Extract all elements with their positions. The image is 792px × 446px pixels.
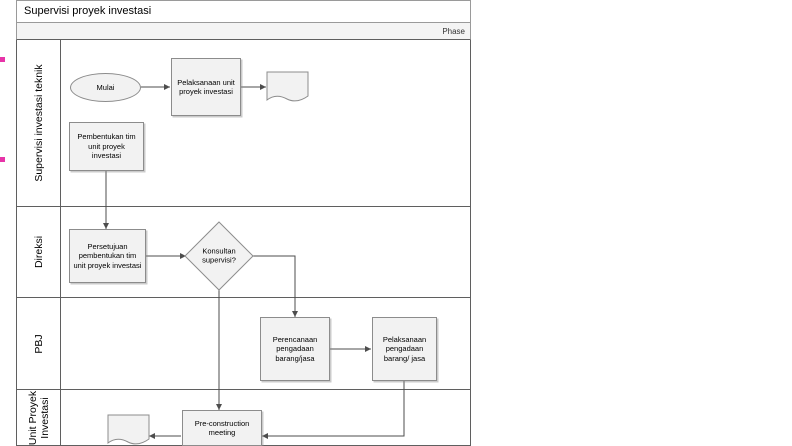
- lane-header-pbj: PBJ: [17, 298, 61, 389]
- lane-title-direksi: Direksi: [32, 235, 45, 269]
- document-top[interactable]: [267, 72, 309, 104]
- task-pelaksanaan-unit-proyek-investasi[interactable]: Pelaksanaan unit proyek investasi: [171, 58, 241, 116]
- selection-marker-bottom: [0, 157, 5, 162]
- document-bottom[interactable]: [108, 415, 150, 446]
- task-label-persetujuan: Persetujuan pembentukan tim unit proyek …: [73, 241, 142, 270]
- start-event-label: Mulai: [96, 82, 115, 92]
- start-event-mulai[interactable]: Mulai: [70, 73, 141, 102]
- lane-header-supervisi: Supervisi investasi teknik: [17, 40, 61, 206]
- gateway-konsultan-supervisi[interactable]: Konsultan supervisi?: [185, 222, 253, 290]
- task-label-perencanaan: Perencanaan pengadaan barang/jasa: [272, 334, 318, 363]
- lane-title-unit: Unit Proyek Investasi: [26, 390, 51, 445]
- selection-marker-top: [0, 57, 5, 62]
- lane-header-unit: Unit Proyek Investasi: [17, 390, 61, 445]
- gateway-label: Konsultan supervisi?: [202, 246, 236, 265]
- task-label-pelaksanaan-unit: Pelaksanaan unit proyek investasi: [177, 77, 235, 96]
- phase-label: Phase: [442, 27, 465, 36]
- task-persetujuan-pembentukan-tim[interactable]: Persetujuan pembentukan tim unit proyek …: [69, 229, 146, 283]
- lane-title-supervisi: Supervisi investasi teknik: [32, 64, 45, 182]
- task-pre-construction-meeting[interactable]: Pre-construction meeting: [182, 410, 262, 446]
- task-label-preconstruction: Pre-construction meeting: [194, 418, 250, 437]
- task-pelaksanaan-pengadaan-barang-jasa[interactable]: Pelaksanaan pengadaan barang/ jasa: [372, 317, 437, 381]
- pool-title: Supervisi proyek investasi: [16, 0, 471, 22]
- phase-strip: Phase: [16, 22, 471, 40]
- task-perencanaan-pengadaan-barang-jasa[interactable]: Perencanaan pengadaan barang/jasa: [260, 317, 330, 381]
- lane-title-pbj: PBJ: [32, 333, 45, 354]
- task-label-pelaksanaan-pengadaan: Pelaksanaan pengadaan barang/ jasa: [382, 334, 427, 363]
- task-label-pembentukan-tim: Pembentukan tim unit proyek investasi: [77, 132, 136, 161]
- lane-header-direksi: Direksi: [17, 207, 61, 297]
- task-pembentukan-tim-unit-proyek-investasi[interactable]: Pembentukan tim unit proyek investasi: [69, 122, 144, 171]
